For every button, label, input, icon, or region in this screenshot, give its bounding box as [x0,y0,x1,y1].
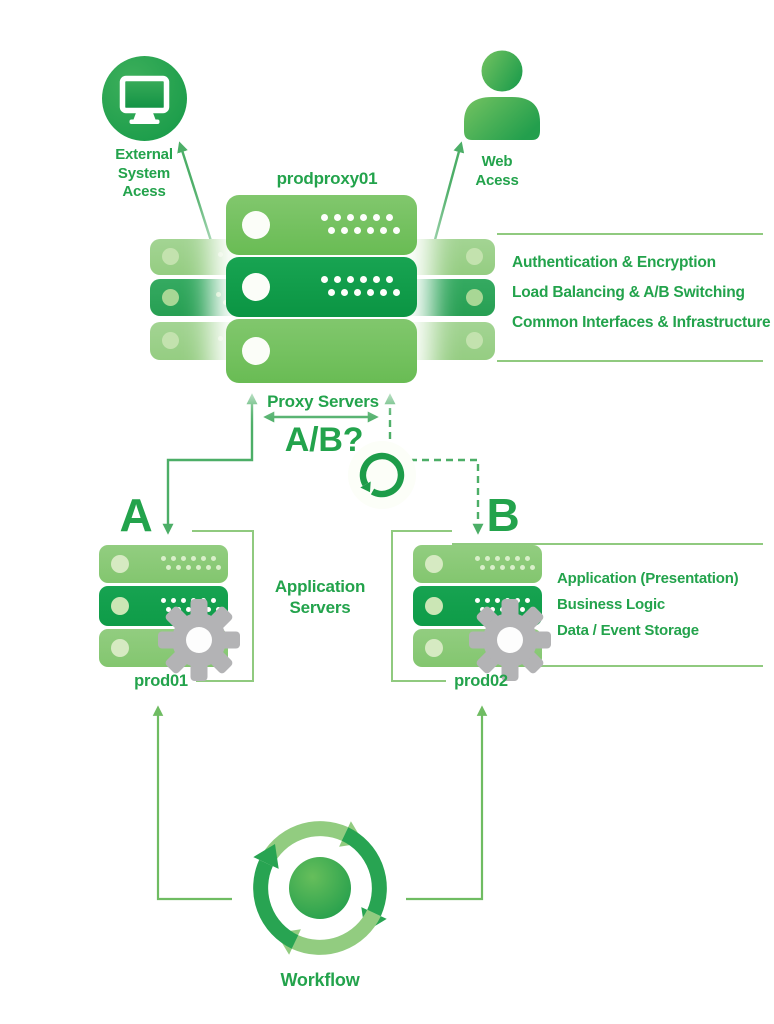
feature-item: Data / Event Storage [557,622,699,639]
branch-a-letter: A [119,489,153,541]
vent-dots [321,214,400,234]
monitor-icon [102,56,187,141]
prod01-hostname: prod01 [134,672,188,690]
proxy-slab-1 [226,195,417,255]
arrow-to-external-system [177,141,215,248]
led-circle [162,289,179,306]
app-b-slab-1 [413,545,542,583]
workflow-to-prod01-line [152,705,232,901]
workflow-label: Workflow [280,970,360,990]
led-circle [425,597,443,615]
prod01-bracket [192,530,254,682]
feature-item: Common Interfaces & Infrastructure [512,314,771,331]
workflow-cycle-icon [253,821,387,955]
proxy-slab-2 [226,257,417,317]
led-circle [162,248,179,265]
arrow-to-web-access [431,141,465,248]
prod02-hostname: prod02 [454,672,508,690]
application-servers-label: Application Servers [274,577,366,617]
led-circle [242,337,270,365]
led-circle [111,639,129,657]
led-circle [425,555,443,573]
gear-icon [158,599,240,681]
dashed-path-proxy-to-b [384,393,484,535]
person-icon [464,50,540,140]
led-circle [466,332,483,349]
led-circle [162,332,179,349]
proxy-feature-list: Authentication & Encryption Load Balanci… [512,248,772,338]
feature-item: Authentication & Encryption [512,254,716,271]
vent-dots [321,276,400,296]
proxy-server-stack [226,195,417,509]
led-circle [466,289,483,306]
external-system-access-label: External System Acess [115,146,173,200]
solid-path-proxy-to-a [162,393,258,535]
branch-b-letter: B [486,489,520,541]
led-circle [242,273,270,301]
ab-question-label: A/B? [284,421,364,459]
led-circle [466,248,483,265]
app-feature-list: Application (Presentation) Business Logi… [557,566,774,644]
feature-item: Business Logic [557,596,666,613]
feature-item: Application (Presentation) [557,570,739,587]
led-circle [111,597,129,615]
proxy-hostname: prodproxy01 [276,169,378,188]
proxy-servers-label: Proxy Servers [267,392,379,411]
prod02-bracket [391,530,452,682]
led-circle [242,211,270,239]
feature-item: Load Balancing & A/B Switching [512,284,745,301]
led-circle [425,639,443,657]
gear-icon [469,599,551,681]
proxy-slab-3 [226,319,417,509]
workflow-to-prod02-line [406,705,488,901]
app-a-slab-1 [99,545,228,583]
vent-dots [475,556,535,570]
vent-dots [161,556,221,570]
web-access-label: Web Acess [475,153,519,189]
led-circle [111,555,129,573]
